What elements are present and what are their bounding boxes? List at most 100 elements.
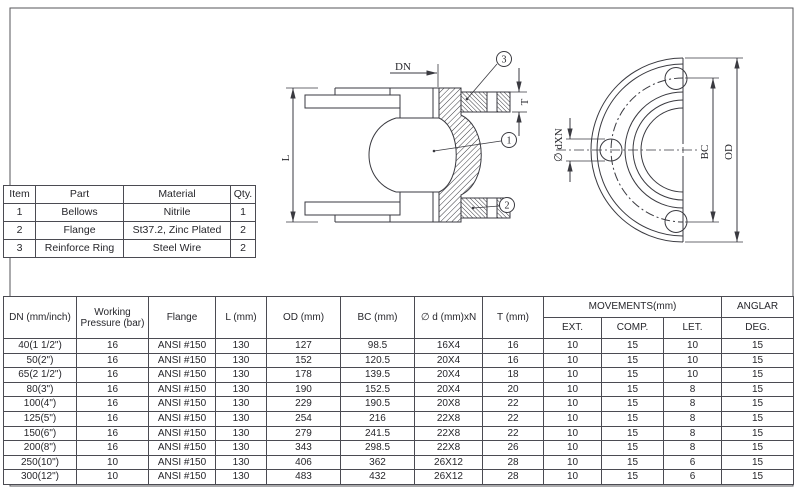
table-cell: 22 xyxy=(482,396,544,412)
table-cell: 10 xyxy=(663,338,722,354)
flange-section-top xyxy=(460,91,511,113)
table-cell: 2 xyxy=(3,221,36,240)
table-cell: 16 xyxy=(482,352,544,369)
dims-header-l: L (mm) xyxy=(215,296,267,339)
table-cell: 130 xyxy=(215,352,267,369)
table-cell: 15 xyxy=(601,425,664,442)
table-cell: 26X12 xyxy=(414,469,483,485)
dims-header-let: LET. xyxy=(663,317,722,339)
table-cell: ANSI #150 xyxy=(148,381,216,398)
parts-header-row: Item Part Material Qty. xyxy=(3,185,256,204)
table-cell: 22X8 xyxy=(414,410,483,427)
table-cell: 130 xyxy=(215,367,267,383)
parts-header-material: Material xyxy=(123,185,231,204)
joint-body-outline xyxy=(304,87,461,223)
table-cell: 50(2") xyxy=(3,352,77,369)
table-cell: 8 xyxy=(663,440,722,456)
table-cell: 16 xyxy=(76,352,149,369)
table-cell: 254 xyxy=(266,410,341,427)
table-cell: 10 xyxy=(76,454,149,471)
table-cell: 10 xyxy=(543,338,602,354)
table-cell: 65(2 1/2") xyxy=(3,367,77,383)
dim-label-l: L xyxy=(280,154,292,161)
table-cell: 10 xyxy=(543,425,602,442)
table-cell: 130 xyxy=(215,338,267,354)
table-cell: 8 xyxy=(663,410,722,427)
table-cell: ANSI #150 xyxy=(148,454,216,471)
flange-od-arc xyxy=(590,57,684,243)
balloon-1-number: 1 xyxy=(507,136,512,147)
dims-header-row-1: DN (mm/inch) Working Pressure (bar) Flan… xyxy=(3,296,794,339)
table-cell: 10 xyxy=(543,410,602,427)
table-cell: 16 xyxy=(76,381,149,398)
inner-arc-1 xyxy=(624,91,684,209)
table-cell: 26X12 xyxy=(414,454,483,471)
table-cell: 8 xyxy=(663,396,722,412)
table-cell: 120.5 xyxy=(340,352,415,369)
table-cell: 10 xyxy=(543,396,602,412)
table-cell: 229 xyxy=(266,396,341,412)
dims-header-t: T (mm) xyxy=(482,296,544,339)
table-cell: 16 xyxy=(76,425,149,442)
table-cell: 20X4 xyxy=(414,367,483,383)
table-cell: 130 xyxy=(215,410,267,427)
table-cell: 22X8 xyxy=(414,440,483,456)
balloon-1: 1 xyxy=(432,132,517,153)
dims-header-ext: EXT. xyxy=(543,317,602,339)
table-cell: 15 xyxy=(721,381,794,398)
table-cell: 15 xyxy=(601,410,664,427)
table-cell: ANSI #150 xyxy=(148,410,216,427)
dim-label-bc: BC xyxy=(699,145,711,160)
table-cell: 190.5 xyxy=(340,396,415,412)
table-cell: 152.5 xyxy=(340,381,415,398)
table-cell: 28 xyxy=(482,454,544,471)
section-view: L DN xyxy=(280,51,531,223)
table-cell: 10 xyxy=(543,352,602,369)
table-cell: 216 xyxy=(340,410,415,427)
table-cell: 15 xyxy=(601,454,664,471)
parts-header-part: Part xyxy=(35,185,124,204)
balloon-2: 2 xyxy=(471,197,515,213)
table-cell: 16 xyxy=(76,410,149,427)
table-cell: 432 xyxy=(340,469,415,485)
bolt-circle-centerline-arc xyxy=(610,77,684,223)
bolt-hole-bottom xyxy=(664,210,688,233)
table-cell: 40(1 1/2") xyxy=(3,338,77,354)
bolt-hole-top xyxy=(664,67,688,90)
parts-header-qty: Qty. xyxy=(230,185,256,204)
table-cell: 241.5 xyxy=(340,425,415,442)
dim-bc: BC xyxy=(685,77,719,223)
table-cell: 22 xyxy=(482,410,544,427)
table-cell: 2 xyxy=(230,221,256,240)
dims-header-d: ∅ d (mm)xN xyxy=(414,296,483,339)
table-cell: 15 xyxy=(721,454,794,471)
table-cell: 100(4") xyxy=(3,396,77,412)
table-cell: 16 xyxy=(76,367,149,383)
table-cell: 10 xyxy=(543,367,602,383)
table-cell: 10 xyxy=(663,352,722,369)
table-cell: 15 xyxy=(721,396,794,412)
dims-header-row-2: EXT. COMP. LET. DEG. xyxy=(4,317,794,339)
table-cell: 10 xyxy=(543,454,602,471)
table-cell: 15 xyxy=(601,396,664,412)
table-cell: Steel Wire xyxy=(123,239,231,258)
table-cell: 26 xyxy=(482,440,544,456)
table-cell: 298.5 xyxy=(340,440,415,456)
bolt-hole-left xyxy=(599,138,623,162)
dim-od: OD xyxy=(685,57,743,243)
table-cell: 125(5") xyxy=(3,410,77,427)
dims-header-deg: DEG. xyxy=(721,317,794,339)
table-cell: 10 xyxy=(543,381,602,398)
balloon-3-number: 3 xyxy=(502,55,507,66)
table-cell: 15 xyxy=(721,410,794,427)
table-cell: ANSI #150 xyxy=(148,396,216,412)
table-cell: Reinforce Ring xyxy=(35,239,124,258)
dims-header-flange: Flange xyxy=(148,296,216,339)
